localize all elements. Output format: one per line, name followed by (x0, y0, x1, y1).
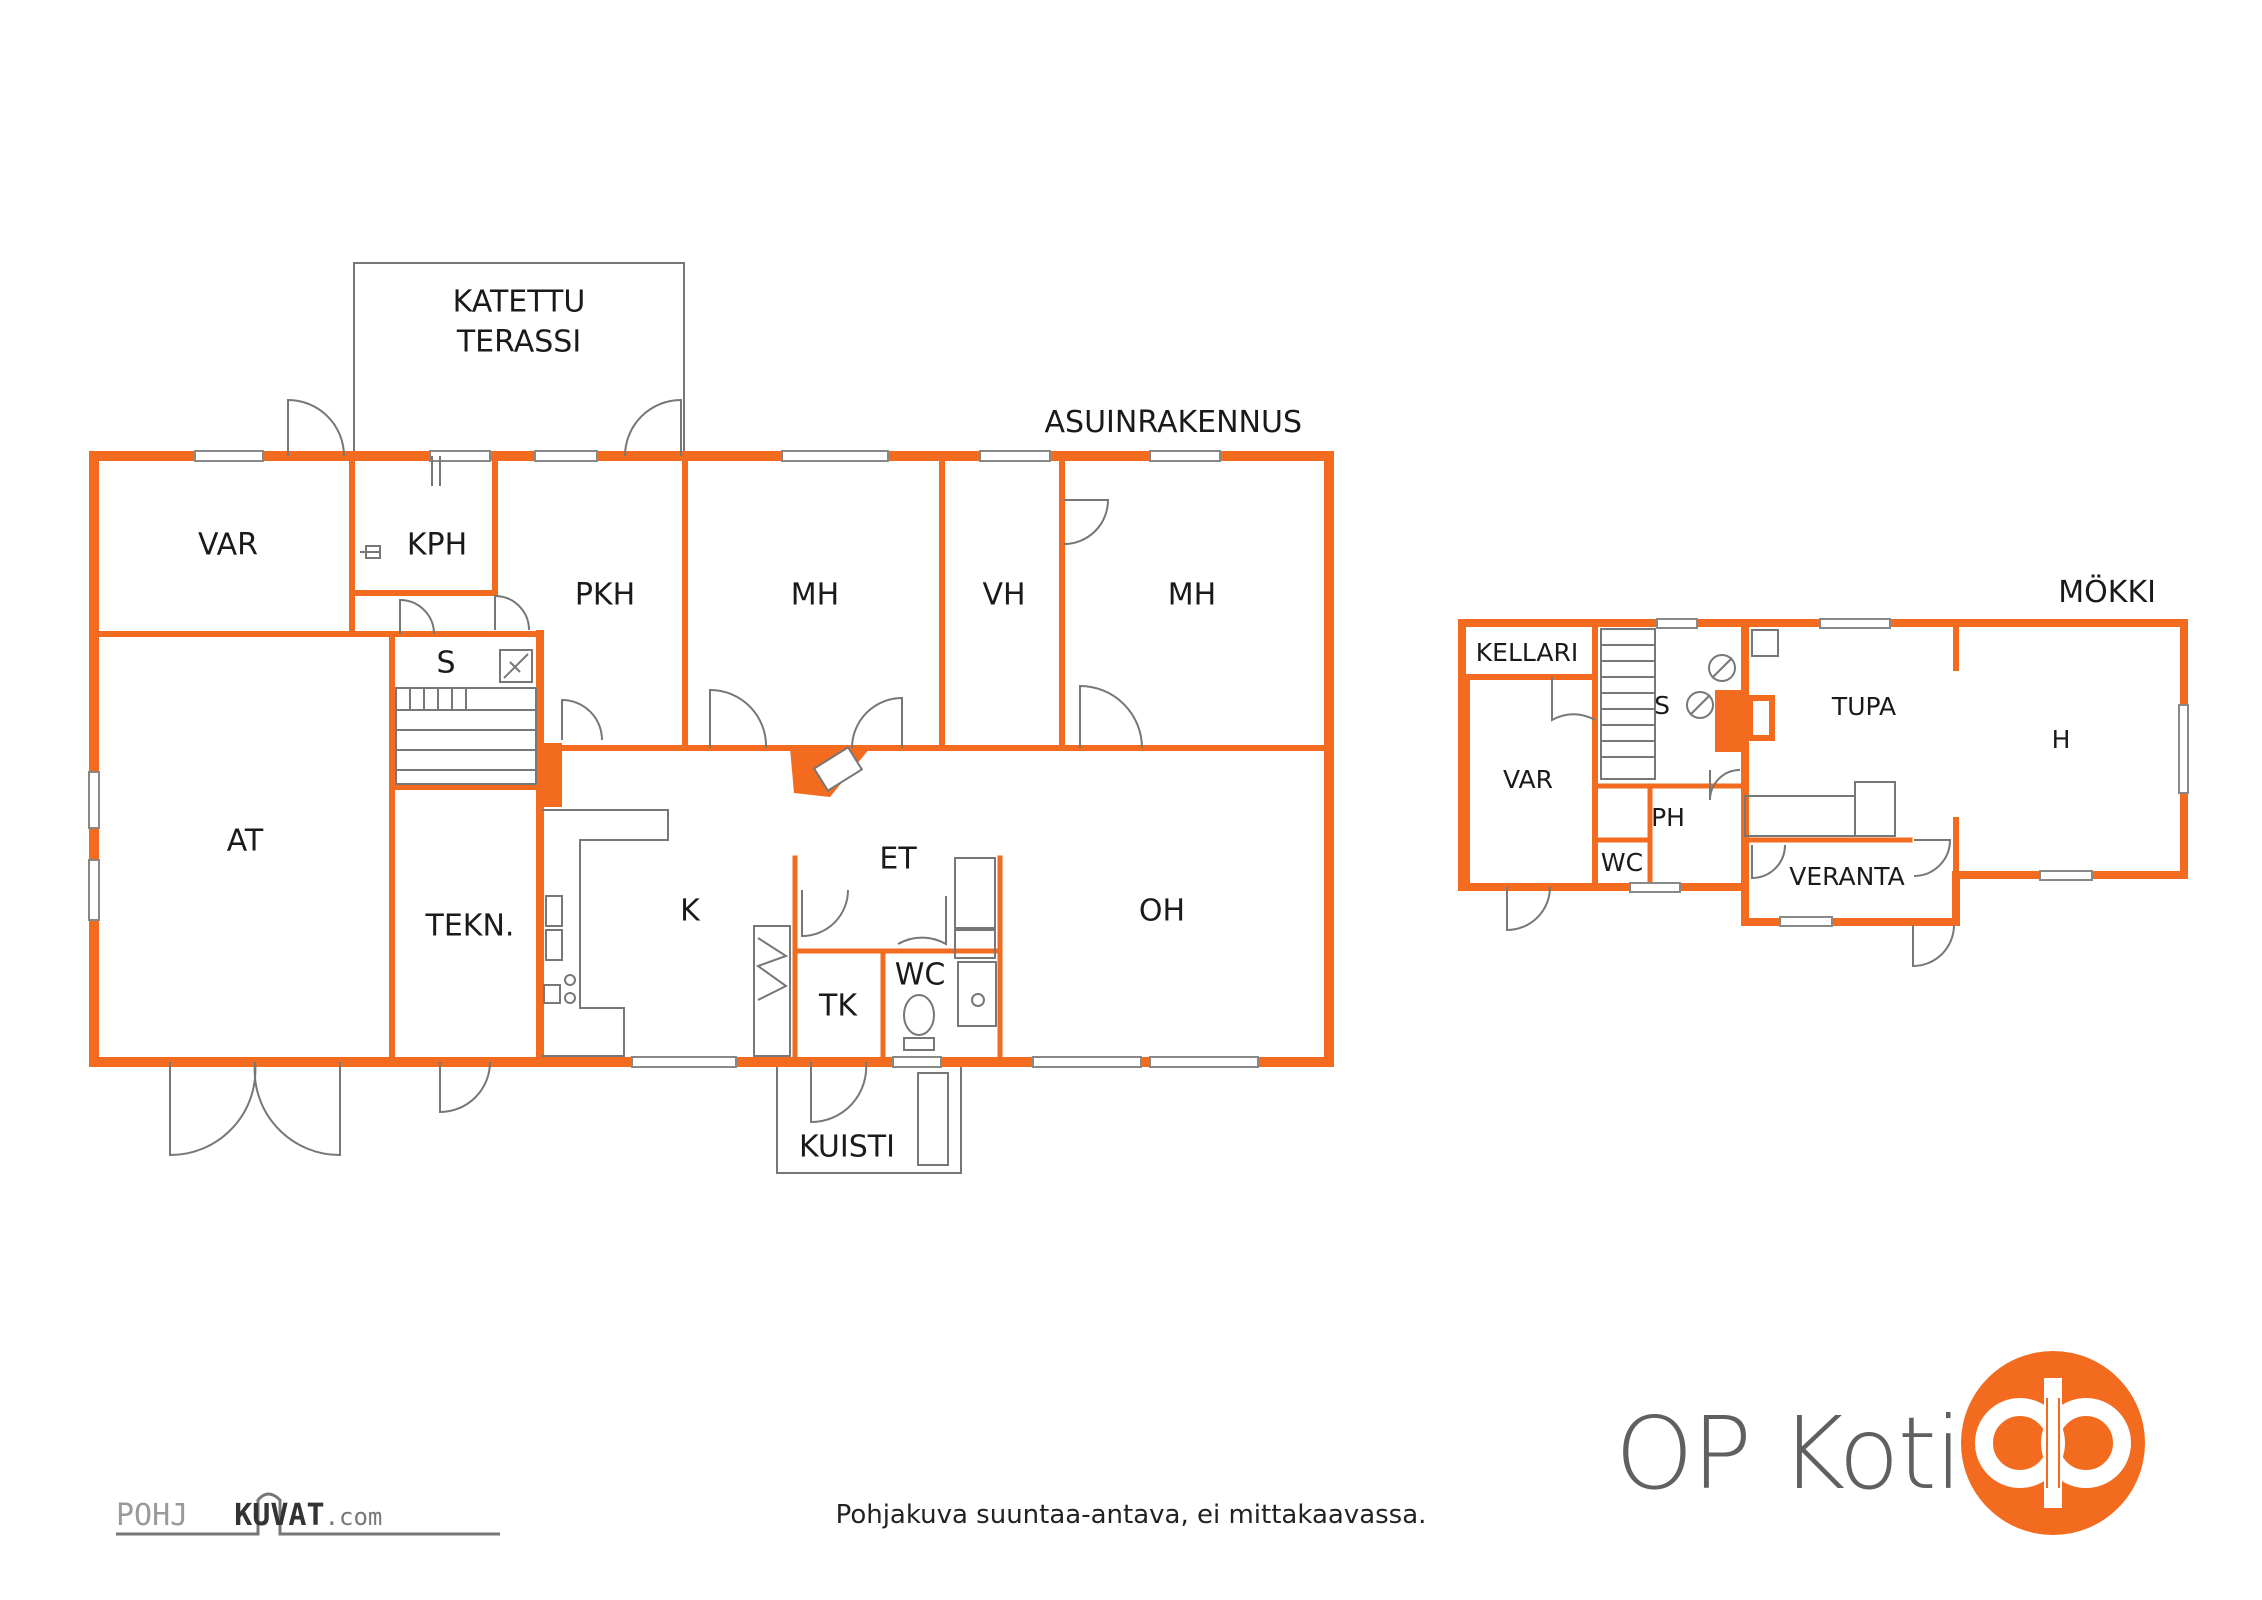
room-label-k: K (680, 894, 701, 929)
watermark-suffix: .com (324, 1503, 383, 1531)
op-logo-icon (1961, 1351, 2145, 1535)
cottage-room-label-wc: WC (1601, 848, 1643, 877)
kitchen-fittings (360, 545, 997, 1057)
room-label-mh2: MH (1168, 578, 1216, 613)
room-label-kph: KPH (407, 528, 467, 563)
pohjakuvat-logo-line (116, 1492, 500, 1536)
room-label-wc: WC (895, 958, 946, 993)
watermark-bold-text: KUVAT (234, 1498, 325, 1533)
room-label-kuisti: KUISTI (799, 1130, 895, 1165)
room-label-vh: VH (982, 578, 1025, 613)
room-label-pkh: PKH (575, 578, 635, 613)
porch-bench (917, 1072, 949, 1166)
cottage-stove-inner (1747, 695, 1775, 741)
cottage-doors (1506, 628, 1955, 968)
room-label-katettu-line1: KATETTU (453, 285, 586, 320)
cottage-room-label-kellari: KELLARI (1476, 638, 1578, 667)
room-label-et: ET (879, 842, 917, 877)
brand-name: OP Koti (1615, 1395, 1963, 1512)
room-label-tk: TK (818, 989, 858, 1024)
cottage-room-label-tupa: TUPA (1831, 692, 1896, 721)
column (540, 743, 562, 807)
cottage-stove (1715, 690, 1745, 752)
cottage-building-label: MÖKKI (2058, 574, 2156, 610)
room-label-s: S (436, 646, 455, 681)
main-windows (88, 450, 1259, 1068)
main-doors (169, 398, 1143, 1157)
room-label-katettu-line2: TERASSI (456, 325, 581, 360)
cottage-room-label-h: H (2052, 725, 2071, 754)
cottage-room-label-veranta: VERANTA (1789, 862, 1905, 891)
fireplace-hearth (812, 745, 864, 793)
main-building-label: ASUINRAKENNUS (1045, 405, 1302, 440)
disclaimer-text: Pohjakuva suuntaa-antava, ei mittakaavas… (835, 1500, 1427, 1530)
room-label-mh1: MH (791, 578, 839, 613)
main-walls (89, 451, 1334, 1067)
pohjakuvat-watermark: POHJ KUVAT.com (116, 1498, 382, 1533)
cottage-room-label-var: VAR (1503, 765, 1553, 794)
cottage-room-label-s: S (1654, 691, 1670, 720)
main-stairs (395, 649, 537, 785)
room-label-tekn: TEKN. (425, 909, 515, 944)
room-label-var: VAR (198, 528, 258, 563)
cottage-windows (1629, 618, 2189, 927)
room-label-oh: OH (1139, 894, 1185, 929)
cottage-room-label-ph: PH (1651, 803, 1685, 832)
watermark-light-text: POHJ (116, 1498, 189, 1533)
room-label-at: AT (227, 824, 264, 859)
